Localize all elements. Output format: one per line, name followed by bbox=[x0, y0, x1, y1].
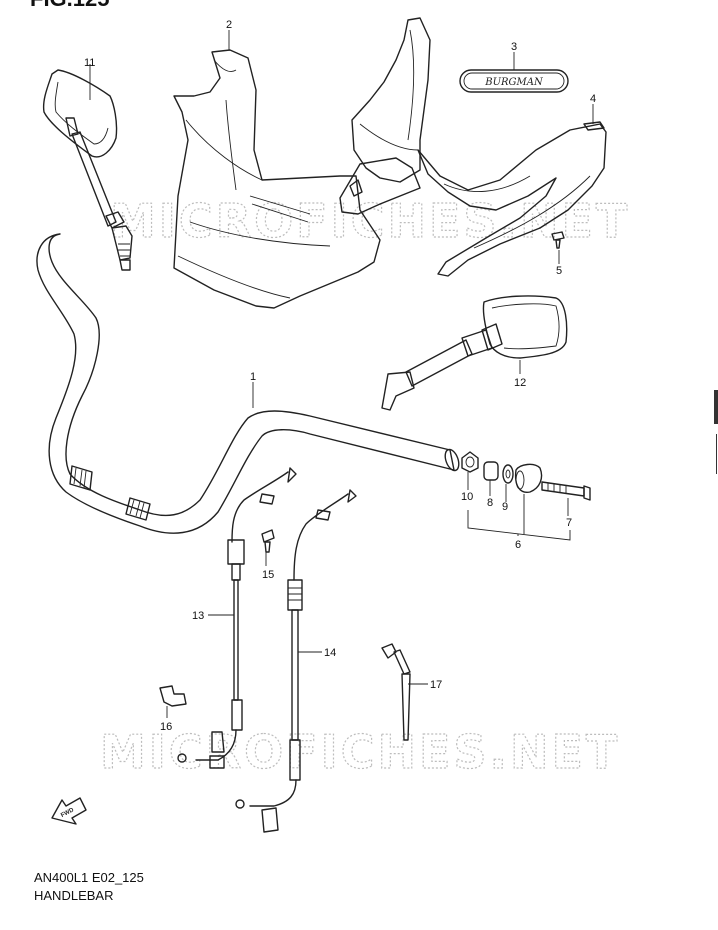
edge-marker-line bbox=[716, 434, 717, 474]
callout-labels: 11 2 3 4 5 12 1 10 8 9 7 6 15 13 14 17 1… bbox=[84, 19, 596, 733]
fwd-marker: FWD bbox=[51, 797, 87, 825]
part-4-side-cover bbox=[417, 121, 607, 277]
figure-title: FIG.125 bbox=[30, 0, 109, 12]
part-5-screw bbox=[551, 231, 565, 249]
center-upper-cover bbox=[339, 17, 431, 215]
callout-12: 12 bbox=[514, 377, 526, 389]
part-6-balancer bbox=[514, 463, 543, 493]
part-17-clip bbox=[381, 643, 411, 741]
leader-lines bbox=[89, 30, 594, 718]
callout-10: 10 bbox=[461, 491, 473, 503]
model-code: AN400L1 E02_125 bbox=[34, 870, 144, 885]
forward-arrow-icon bbox=[51, 797, 87, 825]
part-11-left-mirror bbox=[42, 69, 133, 271]
part-16-clamp bbox=[159, 685, 187, 707]
callout-9: 9 bbox=[502, 501, 508, 513]
part-14-cable bbox=[235, 489, 357, 833]
callout-1: 1 bbox=[250, 371, 256, 383]
part-15-bolt bbox=[261, 529, 275, 553]
callout-11: 11 bbox=[84, 57, 95, 69]
part-7-bolt bbox=[541, 481, 591, 501]
part-2-inner-cover bbox=[173, 49, 381, 309]
emblem-text: BURGMAN bbox=[484, 77, 544, 88]
part-1-handlebar bbox=[36, 233, 460, 534]
callout-5: 5 bbox=[556, 265, 562, 277]
callout-14: 14 bbox=[324, 647, 336, 659]
callout-6: 6 bbox=[515, 539, 521, 551]
callout-7: 7 bbox=[566, 517, 572, 529]
callout-15: 15 bbox=[262, 569, 274, 581]
callout-4: 4 bbox=[590, 93, 596, 105]
callout-13: 13 bbox=[192, 610, 204, 622]
callout-2: 2 bbox=[226, 19, 232, 31]
callout-3: 3 bbox=[511, 41, 517, 53]
callout-16: 16 bbox=[160, 721, 172, 733]
part-9-washer bbox=[502, 464, 514, 484]
callout-8: 8 bbox=[487, 497, 493, 509]
part-8-rubber bbox=[483, 461, 499, 481]
part-13-cable bbox=[177, 467, 297, 769]
callout-17: 17 bbox=[430, 679, 442, 691]
watermark-lower: MICROFICHES.NET bbox=[100, 725, 620, 779]
edge-marker bbox=[714, 390, 718, 424]
part-3-emblem: BURGMAN bbox=[459, 69, 569, 93]
watermark-upper: MICROFICHES.NET bbox=[110, 194, 630, 248]
section-name: HANDLEBAR bbox=[34, 888, 114, 903]
part-10-nut bbox=[461, 451, 479, 473]
part-12-right-mirror bbox=[381, 295, 568, 411]
